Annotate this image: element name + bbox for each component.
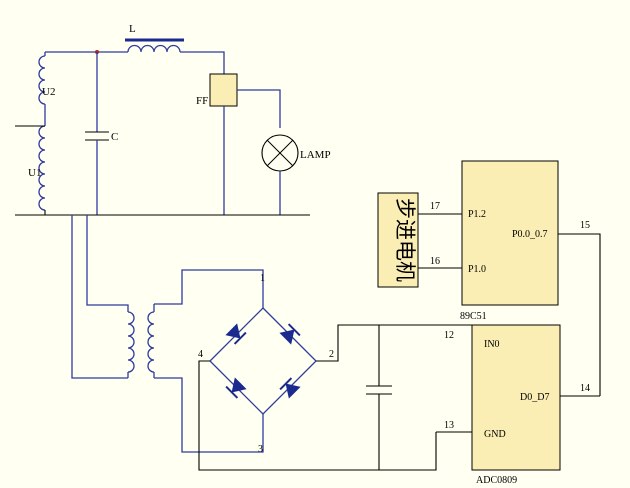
transformer xyxy=(71,215,264,453)
diode-bottom-left xyxy=(225,377,247,399)
coil-u2-label: U2 xyxy=(42,86,55,98)
mcu-pin-p10: P1.0 xyxy=(468,264,486,275)
bridge-node-3: 3 xyxy=(258,444,263,455)
mcu-pin-p12: P1.2 xyxy=(468,209,486,220)
adc-0809: IN0 GND D0_D7 12 13 14 ADC0809 xyxy=(436,324,600,486)
adc-pin-in0: IN0 xyxy=(484,339,500,350)
lamp xyxy=(261,134,299,172)
inductor-label: L xyxy=(129,23,136,35)
diode-bottom-right xyxy=(279,377,301,399)
coil-u2 xyxy=(38,55,46,105)
adc-pin-num-12: 12 xyxy=(444,330,454,341)
stepper-motor-label: 步进电机 xyxy=(393,198,417,282)
adc-pin-d: D0_D7 xyxy=(520,392,549,403)
bridge-rectifier: 1 2 3 4 xyxy=(198,273,437,471)
mcu-pin-num-17: 17 xyxy=(430,201,440,212)
adc-pin-num-14: 14 xyxy=(580,383,590,394)
filter-section xyxy=(316,324,483,470)
mcu-name: 89C51 xyxy=(460,311,487,322)
mcu-89c51: P1.2 P1.0 P0.0_0.7 17 16 15 89C51 xyxy=(430,160,601,396)
bridge-node-1: 1 xyxy=(260,273,265,284)
adc-pin-gnd: GND xyxy=(484,429,506,440)
bridge-node-4: 4 xyxy=(198,349,203,360)
mains-section: L U2 U1 C FF LAMP xyxy=(15,23,331,216)
stepper-motor: 步进电机 xyxy=(377,192,464,288)
transformer-secondary xyxy=(147,311,155,373)
mcu-pin-num-15: 15 xyxy=(580,220,590,231)
diode-top-left xyxy=(225,323,247,345)
mcu-pin-p0: P0.0_0.7 xyxy=(512,229,548,240)
inductor-l xyxy=(127,44,181,53)
transformer-primary xyxy=(127,311,135,373)
coil-u1-label: U1 xyxy=(28,167,41,179)
bridge-node-2: 2 xyxy=(329,349,334,360)
adc-name: ADC0809 xyxy=(476,475,517,486)
capacitor-label: C xyxy=(111,131,118,143)
adc-pin-num-13: 13 xyxy=(444,420,454,431)
lamp-label: LAMP xyxy=(300,149,331,161)
ff-block xyxy=(209,73,238,107)
diode-top-right xyxy=(279,323,301,345)
mcu-pin-num-16: 16 xyxy=(430,256,440,267)
coil-u1 xyxy=(38,125,46,211)
ff-label: FF xyxy=(196,95,208,107)
